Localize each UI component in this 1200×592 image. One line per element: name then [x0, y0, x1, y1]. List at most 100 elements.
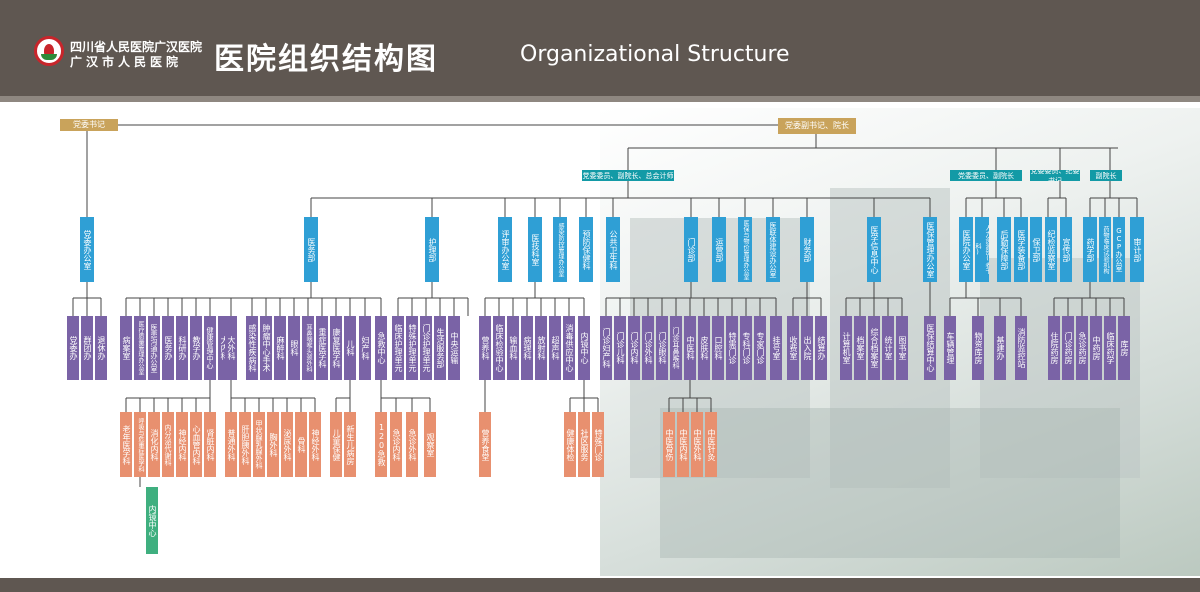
unit-clinical-nursing: 临床护理单元: [392, 316, 404, 380]
unit-anesthesia: 麻醉科: [274, 316, 286, 380]
sub-cardiology: 心血管内科: [190, 412, 202, 477]
unit-clinical-pharmacy: 临床药学: [1104, 316, 1116, 380]
unit-disinfection: 消毒供应中心: [563, 316, 575, 380]
vice-group-right-2: 党委委员、纪委书记: [1030, 170, 1080, 181]
unit-radiology: 放射科: [535, 316, 547, 380]
unit-outpatient-nursing: 门诊护理单元: [420, 316, 432, 380]
dept-nursing: 护理部: [425, 217, 439, 282]
unit-retirement: 退休办: [95, 316, 107, 380]
unit-statistics: 统计室: [882, 316, 894, 380]
header-bar: [0, 0, 1200, 96]
unit-medical-records: 病案室: [120, 316, 132, 380]
unit-vehicle: 车辆管理: [944, 316, 956, 380]
unit-nutrition: 营养科: [479, 316, 491, 380]
unit-admission: 出入院: [801, 316, 813, 380]
sub-respiratory: 呼吸与危重症医学科: [134, 412, 146, 477]
unit-emergency: 急救中心: [375, 316, 387, 380]
unit-special-nursing: 特殊护理单元: [406, 316, 418, 380]
dept-medtech: 医技科室: [528, 217, 542, 282]
sub-health-exam: 健康体检: [564, 412, 576, 477]
dept-special-care: 医保与物价管理办公室: [738, 217, 752, 282]
unit-surgery: 大外科: [225, 316, 237, 380]
dept-equipment: 医学装备部: [1014, 217, 1028, 282]
unit-central-transport: 中央运输: [448, 316, 460, 380]
unit-op-surgery: 门诊外科: [642, 316, 654, 380]
unit-tcm: 中医科: [684, 316, 696, 380]
dept-pharmacy: 药学部: [1083, 217, 1097, 282]
dept-party-office: 党委办公室: [80, 217, 94, 282]
dept-public-health: 公共卫生科: [606, 217, 620, 282]
sub-thoracic: 胸外科: [267, 412, 279, 477]
unit-billing: 结算办: [815, 316, 827, 380]
header-divider: [0, 96, 1200, 102]
unit-warehouse: 库房: [1118, 316, 1130, 380]
unit-computer: 计算机室: [840, 316, 852, 380]
unit-blood: 输血科: [507, 316, 519, 380]
party-secretary-node: 党委书记: [60, 119, 118, 131]
dean-node: 党委副书记、院长: [778, 118, 856, 134]
sub-nephrology: 肾脏内科: [204, 412, 216, 477]
unit-party-branch: 党委办: [67, 316, 79, 380]
unit-outpatient-pharmacy: 门诊药房: [1062, 316, 1074, 380]
dept-prevention: 预防保健科: [579, 217, 593, 282]
unit-critical-care: 重症医学科: [316, 316, 328, 380]
unit-endoscopy: 内镜中心: [578, 316, 590, 380]
page-title-english: Organizational Structure: [520, 42, 790, 67]
dept-admin-office: 医院办公室: [959, 217, 973, 282]
page-title-chinese: 医院组织结构图: [214, 42, 438, 77]
unit-pathology: 病理科: [521, 316, 533, 380]
sub-community: 社区服务: [578, 412, 590, 477]
unit-inpatient-pharmacy: 住院药房: [1048, 316, 1060, 380]
sub-tcm-internal: 中医内科: [677, 412, 689, 477]
unit-life-service: 生活服务部: [434, 316, 446, 380]
dept-medical: 医务部: [304, 217, 318, 282]
footer-bar: [0, 578, 1200, 592]
unit-special-clinic: 特需门诊: [726, 316, 738, 380]
unit-expert-clinic: 专家门诊: [754, 316, 766, 380]
unit-ultrasound: 超声科: [549, 316, 561, 380]
dept-discipline: 纪检监察室: [1045, 217, 1057, 282]
unit-emergency-pharmacy: 急诊药房: [1076, 316, 1088, 380]
unit-op-ent: 门诊耳鼻喉科: [670, 316, 682, 380]
vice-group-main: 党委委员、副院长、总会计师: [582, 170, 674, 181]
building-shape: [660, 408, 1120, 558]
unit-pediatrics: 儿科: [344, 316, 356, 380]
unit-quality: 医疗质量管理办公室: [134, 316, 146, 380]
sub-emergency-surgery: 急诊外科: [406, 412, 418, 477]
unit-insurance-center: 医保结算中心: [924, 316, 936, 380]
dept-operation: 运营部: [712, 217, 726, 282]
sub-hepatobiliary: 肝胆胰外科: [239, 412, 251, 477]
unit-materials: 物资库房: [972, 316, 984, 380]
sub-observation: 观察室: [424, 412, 436, 477]
sub-tcm-surgery: 中医外科: [691, 412, 703, 477]
sub-neonatal: 新生儿病房: [344, 412, 356, 477]
sub-urology: 泌尿外科: [281, 412, 293, 477]
unit-op-pediatrics: 门诊儿科: [614, 316, 626, 380]
sub-neurology: 神经内科: [176, 412, 188, 477]
sub-neurosurgery: 神经外科: [309, 412, 321, 477]
sub-tcm-orthopedics: 中医骨伤: [663, 412, 675, 477]
sub-special-clinic: 特殊门诊: [592, 412, 604, 477]
hospital-logo-icon: [34, 36, 64, 66]
sub-endocrine: 内分泌代谢科: [162, 412, 174, 477]
dept-infection-control: 感染防控管理办公室: [553, 217, 567, 282]
dept-audit: 审计部: [1130, 217, 1144, 282]
sub-geriatric: 老年医学科: [120, 412, 132, 477]
dept-info-center: 医学信息中心: [867, 217, 881, 282]
unit-health-management: 健康管理中心: [204, 316, 216, 380]
unit-op-obstetrics: 门诊妇产科: [600, 316, 612, 380]
unit-specialist-clinic: 专科门诊: [740, 316, 752, 380]
sub-canteen: 营养食堂: [479, 412, 491, 477]
sub-tcm-acupuncture: 中医针灸: [705, 412, 717, 477]
unit-medical-affairs: 医务办: [162, 316, 174, 380]
hospital-name-line-1: 四川省人民医院广汉医院: [70, 40, 203, 54]
unit-clinical-lab: 临床检验中心: [493, 316, 505, 380]
unit-fire-monitoring: 消防监控站: [1015, 316, 1027, 380]
dept-security: 保卫部: [1030, 217, 1042, 282]
unit-library: 图书室: [896, 316, 908, 380]
unit-tcm-pharmacy: 中药房: [1090, 316, 1102, 380]
dept-finance: 财务部: [800, 217, 814, 282]
sub-digestive: 消化内科: [148, 412, 160, 477]
vice-group-right-1: 党委委员、副院长: [950, 170, 1022, 181]
unit-union: 群团办: [81, 316, 93, 380]
